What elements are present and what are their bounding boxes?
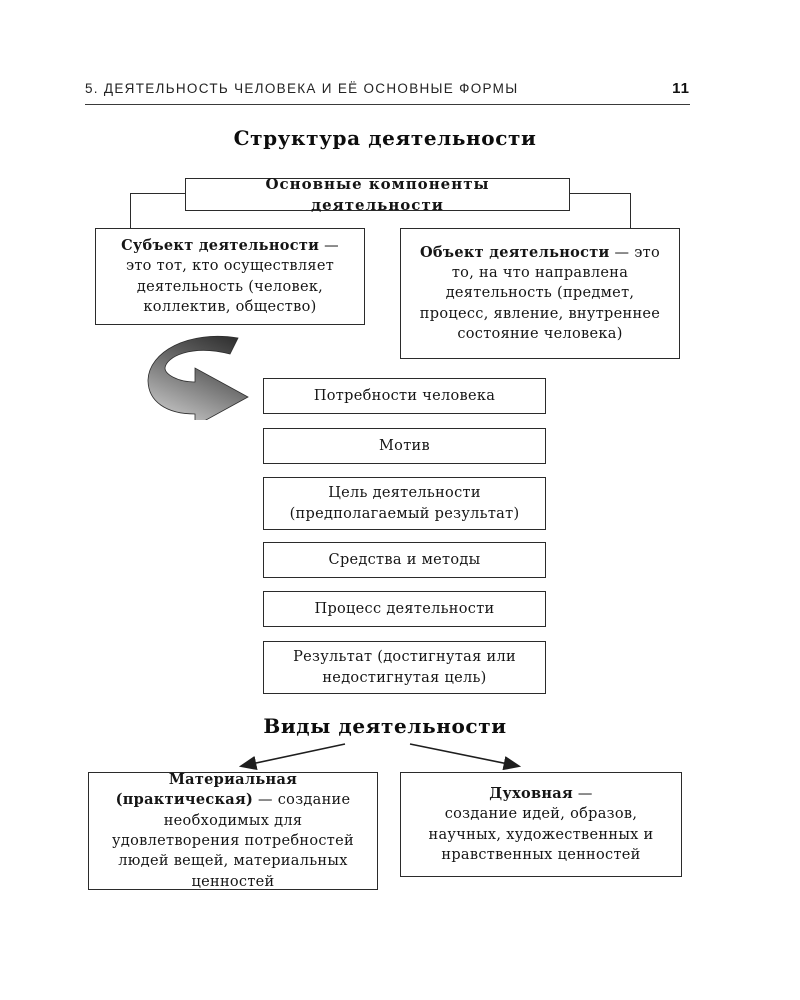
curved-arrow-icon bbox=[147, 335, 249, 420]
header-rule bbox=[85, 104, 690, 105]
material-activity-lead: Материальная (практическая) bbox=[115, 771, 298, 809]
step-process-box: Процесс деятельности bbox=[263, 591, 546, 627]
step-needs-box: Потребности человека bbox=[263, 378, 546, 414]
arrow-to-spiritual bbox=[409, 743, 522, 771]
spiritual-activity-text: Духовная — создание идей, образов, научн… bbox=[411, 784, 671, 865]
object-box: Объект деятельности — это то, на что нап… bbox=[400, 228, 680, 359]
section-title-structure: Структура деятельности bbox=[233, 126, 537, 150]
material-activity-text: Материальная (практическая) — создание н… bbox=[99, 770, 367, 892]
fork-arrows bbox=[238, 743, 522, 771]
arrow-to-material bbox=[238, 743, 346, 771]
connector-left-vertical bbox=[130, 193, 131, 228]
step-goal-box: Цель деятельности (предполагаемый резуль… bbox=[263, 477, 546, 530]
page-number: 11 bbox=[672, 80, 690, 97]
spiritual-activity-box: Духовная — создание идей, образов, научн… bbox=[400, 772, 682, 877]
connector-right-vertical bbox=[630, 193, 631, 228]
subject-box-rest: — это тот, кто осуществляет деятельность… bbox=[125, 237, 339, 315]
spiritual-activity-lead: Духовная bbox=[489, 784, 573, 802]
step-means-box: Средства и методы bbox=[263, 542, 546, 578]
object-box-text: Объект деятельности — это то, на что нап… bbox=[411, 243, 669, 344]
object-box-lead: Объект деятельности bbox=[420, 243, 610, 261]
material-activity-box: Материальная (практическая) — создание н… bbox=[88, 770, 378, 892]
connector-left-horizontal bbox=[130, 193, 185, 194]
object-box-rest: — это то, на что направлена деятельность… bbox=[419, 244, 661, 342]
step-motive-box: Мотив bbox=[263, 428, 546, 464]
step-result-box: Результат (достигнутая или недостигнутая… bbox=[263, 641, 546, 694]
spiritual-activity-rest: — создание идей, образов, научных, худож… bbox=[428, 785, 654, 863]
chapter-heading: 5. ДЕЯТЕЛЬНОСТЬ ЧЕЛОВЕКА И ЕЁ ОСНОВНЫЕ Ф… bbox=[85, 81, 519, 96]
connector-right-horizontal bbox=[570, 193, 631, 194]
root-components-box: Основные компоненты деятельности bbox=[185, 175, 570, 214]
section-title-kinds: Виды деятельности bbox=[263, 714, 507, 738]
material-activity-rest: — создание необходимых для удовлетворени… bbox=[112, 792, 354, 890]
subject-box-text: Субъект деятельности — это тот, кто осущ… bbox=[106, 236, 354, 317]
subject-box-lead: Субъект деятельности bbox=[121, 236, 320, 254]
running-head: 5. ДЕЯТЕЛЬНОСТЬ ЧЕЛОВЕКА И ЕЁ ОСНОВНЫЕ Ф… bbox=[85, 80, 690, 97]
subject-box: Субъект деятельности — это тот, кто осущ… bbox=[95, 228, 365, 325]
